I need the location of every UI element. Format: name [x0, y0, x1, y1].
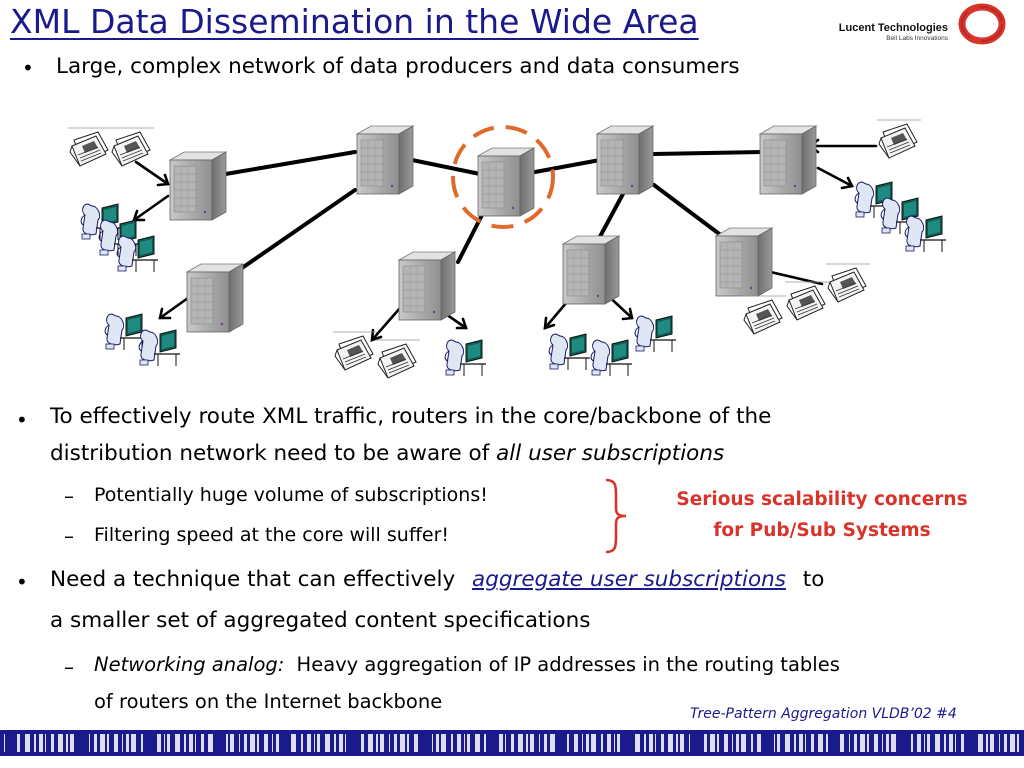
brace-icon: [605, 478, 627, 554]
sub-bullet-speed: Filtering speed at the core will suffer!: [94, 524, 450, 546]
technique-emphasis: aggregate user subscriptions: [472, 567, 786, 592]
router-server-icon: [759, 125, 817, 195]
newspaper-icon: [784, 281, 830, 321]
logo-name: Lucent Technologies: [838, 22, 948, 34]
link: [652, 183, 724, 238]
sub-bullet-analog-line2: of routers on the Internet backbone: [94, 690, 443, 713]
user-terminal-icon: [634, 315, 677, 353]
network-diagram: [67, 119, 947, 379]
newspaper-icon: [876, 119, 922, 159]
newspaper-icon: [741, 295, 787, 335]
link: [410, 158, 482, 176]
link: [456, 213, 484, 264]
newspaper-icon: [375, 339, 421, 379]
bullet-network: Large, complex network of data producers…: [56, 54, 740, 79]
newspaper-icon: [67, 127, 113, 167]
scalability-note: Serious scalability concerns for Pub/Sub…: [640, 484, 1004, 546]
router-server-icon: [398, 251, 456, 321]
bullet-marker: •: [16, 570, 28, 594]
user-terminal-icon: [904, 215, 947, 253]
arrow: [134, 160, 170, 187]
router-server-icon: [562, 235, 620, 305]
user-terminal-icon: [548, 333, 591, 371]
link: [652, 150, 764, 156]
technique-post: to: [802, 567, 825, 592]
link: [533, 158, 602, 174]
user-terminal-icon: [138, 329, 181, 367]
dash-marker: –: [64, 655, 74, 679]
bullet-technique-line1: Need a technique that can effectively ag…: [50, 567, 824, 592]
technique-pre: Need a technique that can effectively: [50, 567, 456, 592]
dash-marker: –: [64, 524, 74, 548]
arrow: [132, 194, 170, 222]
link: [212, 150, 357, 178]
link: [240, 188, 357, 270]
sub-bullet-analog-line1: Networking analog: Heavy aggregation of …: [94, 653, 840, 676]
arrow: [816, 166, 854, 190]
scalability-line2: for Pub/Sub Systems: [713, 520, 931, 541]
sub-bullet-volume: Potentially huge volume of subscriptions…: [94, 484, 488, 506]
arrow: [370, 306, 402, 342]
bullet-marker: •: [22, 56, 34, 80]
arrow: [158, 296, 190, 320]
newspaper-icon: [109, 127, 155, 167]
routers: [169, 125, 817, 333]
bullet-routing-line2: distribution network need to be aware of…: [50, 441, 724, 466]
user-terminal-icon: [444, 339, 487, 377]
user-terminal-icon: [116, 235, 159, 273]
router-server-icon: [715, 227, 773, 297]
newspaper-icon: [332, 331, 378, 371]
newspaper-icon: [825, 263, 871, 303]
analog-label: Networking analog:: [94, 653, 285, 676]
link: [594, 190, 626, 246]
footer-bar: [0, 728, 1024, 758]
router-server-icon: [596, 125, 654, 195]
bullet-marker: •: [16, 408, 28, 432]
lucent-ring-icon: [958, 3, 1006, 45]
slide-title: XML Data Dissemination in the Wide Area: [10, 2, 699, 41]
logo-subtitle: Bell Labs Innovations: [886, 35, 948, 42]
router-server-icon: [477, 147, 535, 217]
bullet-routing-line1: To effectively route XML traffic, router…: [50, 404, 772, 429]
router-server-icon: [169, 151, 227, 221]
highlight-circle: [451, 125, 555, 229]
slide-footer: Tree-Pattern Aggregation VLDB’02 #4: [690, 706, 957, 722]
routing-line2-text: distribution network need to be aware of: [50, 441, 497, 466]
user-terminal-icon: [590, 339, 633, 377]
network-links: [212, 150, 764, 270]
router-server-icon: [186, 263, 244, 333]
bullet-technique-line2: a smaller set of aggregated content spec…: [50, 608, 591, 633]
analog-text: Heavy aggregation of IP addresses in the…: [296, 653, 840, 676]
router-server-icon: [356, 125, 414, 195]
lucent-logo: Lucent Technologies Bell Labs Innovation…: [832, 22, 948, 42]
routing-emphasis: all user subscriptions: [496, 441, 725, 466]
dash-marker: –: [64, 484, 74, 508]
arrow: [807, 138, 878, 154]
scalability-line1: Serious scalability concerns: [676, 489, 968, 510]
